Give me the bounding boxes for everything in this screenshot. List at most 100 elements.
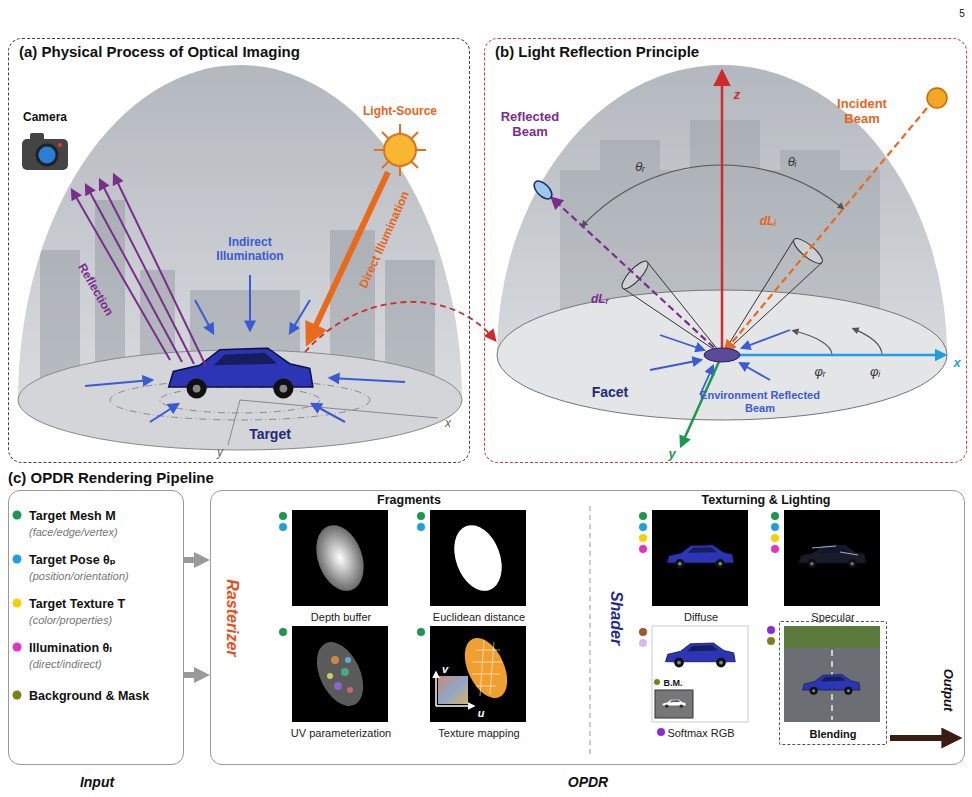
input-dots-tiles [639,628,647,636]
input-item: Target Mesh M [29,509,116,523]
tile-depth [292,510,388,606]
angle-arcs [582,165,722,226]
input-dots-tiles [639,545,647,553]
input-note: (direct/indirect) [29,658,102,671]
tile-texture [490,642,494,694]
input-dots-tiles [279,512,779,736]
tile-texture [480,640,484,696]
divider [590,506,591,758]
input-dots [13,511,22,520]
angle-label: θᵢ [788,155,797,170]
input-dots-tiles [771,534,779,542]
indirect-light-arrows [150,404,178,422]
environment-arrows [740,363,770,380]
object-label: Facet [592,384,629,400]
beam-label: Environment Reflected Beam [700,389,820,414]
reflected-beam [552,198,722,355]
environment-arrows [650,360,701,370]
tile-caption: UV parameterization [291,727,391,740]
input-dots-tiles [767,637,775,645]
input-dots-tiles [639,512,647,520]
input-dots-tiles [639,639,647,647]
sun-icon [374,124,426,176]
sun-icon [384,134,416,166]
tile-depth [308,519,373,598]
input-item: Target Texture T [29,597,125,611]
reflection-rays [86,185,182,362]
tile-caption: Depth buffer [311,611,371,624]
indirect-light-arrows [312,404,345,422]
tile-texture [435,672,437,706]
axis-label: y [668,447,675,462]
hemisphere-b [780,150,840,180]
hemisphere-b [497,65,947,420]
input-dots-tiles [279,628,287,636]
angle-arcs [793,331,832,356]
indirect-light-arrows [249,275,251,330]
ray-label: Direct Illumination [357,189,413,290]
zoom-arrow [305,302,495,352]
angle-arcs [722,165,843,209]
tile-softmax [666,643,736,667]
object-label: Target [249,426,291,442]
tile-uv [331,656,339,664]
tile-blending [784,626,880,722]
tile-texture [476,650,500,651]
panel-title: (a) Physical Process of Optical Imaging [19,43,300,60]
tile-uv [292,626,388,722]
hemisphere-b [600,140,660,180]
tile-texture [472,662,502,663]
tile-caption: Texture mapping [438,727,519,740]
reflection-rays [72,190,170,360]
tile-distance [430,510,526,606]
tile-texture [430,626,526,722]
module-label: Rasterizer [223,579,241,656]
tile-caption: Euclidean distance [433,611,525,624]
tile-caption: Specular [811,611,854,624]
input-dots [13,511,22,700]
angle-arcs [582,165,882,355]
tile-caption: Diffuse [684,611,718,624]
tile-texture [430,626,526,722]
angle-label: φᵣ [815,365,826,380]
output-tile: Blending [779,621,887,745]
panel-caption: OPDR [568,774,608,790]
tile-uv [327,673,333,679]
pipeline-panel: OPDRDepth bufferEuclidean distanceUV par… [210,490,965,765]
tile-uv [292,626,388,722]
hemisphere-a [18,65,462,450]
hemisphere-a [40,250,80,380]
tile-blending [784,626,880,722]
axes [681,72,945,446]
output-arrow [890,735,954,741]
module-label: Shader [607,591,625,645]
tile-uv [334,682,342,690]
input-dots-tiles [639,523,647,531]
tile-depth [292,510,388,606]
beam-cones [790,235,825,267]
hemisphere-a [385,260,435,380]
tile-diffuse [667,545,734,568]
input-dots [13,555,22,564]
tile-texture [436,705,474,707]
section-title: (c) OPDR Rendering Pipeline [8,469,214,486]
flow-arrow [184,557,201,563]
receiver [531,178,555,202]
input-dots-tiles [767,626,775,634]
tile-specular [799,545,866,568]
axes [721,72,724,355]
ray-label: Indirect Illumination [205,236,295,264]
tile-specular [784,510,880,606]
flow-arrow [184,672,201,678]
light-source [927,88,947,108]
axis-label: x [953,356,960,371]
tile-specular [812,546,836,548]
tile-specular [784,510,880,606]
tile-softmax [652,626,748,722]
indirect-light-arrows [195,300,213,333]
hemisphere-a [18,65,462,450]
axis-label: u [478,707,485,720]
stage-heading: Texturning & Lighting [702,493,831,507]
tile-texture [476,686,496,687]
